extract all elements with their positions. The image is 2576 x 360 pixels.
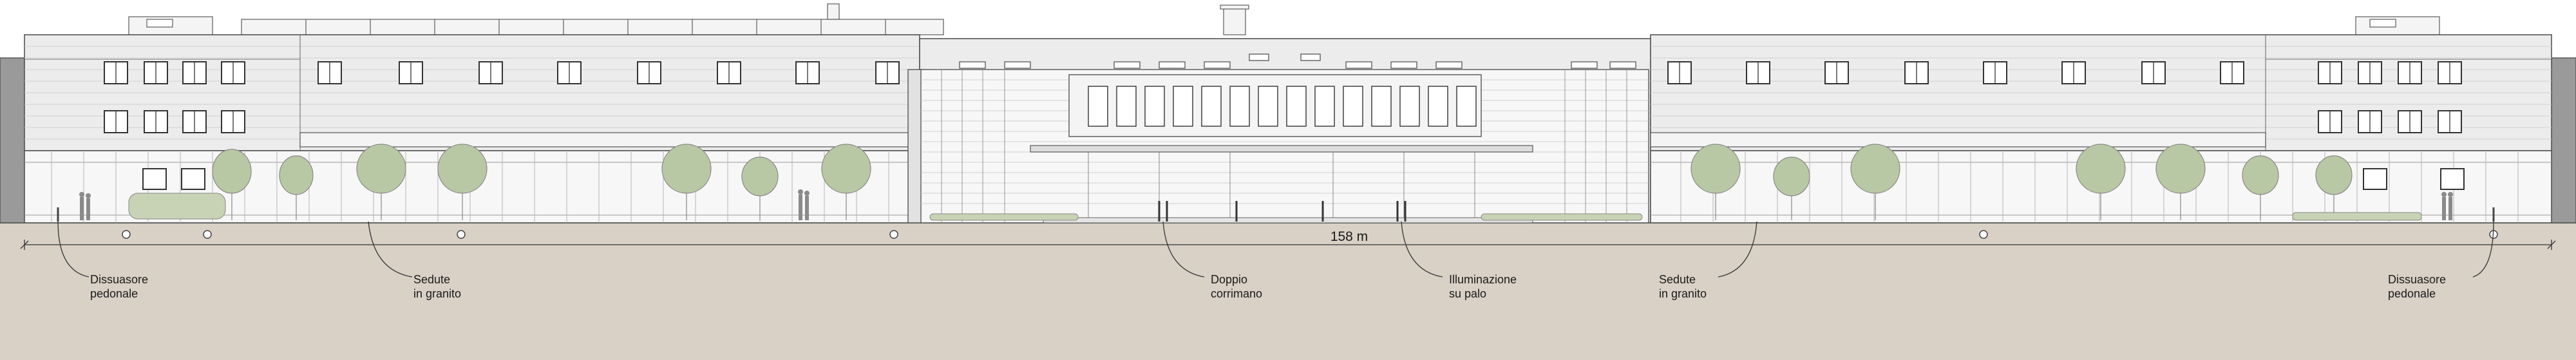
- rooftop-plant-center: [1220, 5, 1249, 35]
- annotation-line: in granito: [413, 287, 461, 300]
- dimension-line: [20, 240, 2556, 250]
- tree: [2076, 144, 2126, 220]
- svg-text:Doppio: Doppio: [1211, 273, 1247, 286]
- rooftop-plant-right: [2355, 16, 2440, 35]
- tree: [212, 149, 252, 220]
- annotation-line: su palo: [1449, 287, 1486, 300]
- svg-text:in granito: in granito: [1659, 287, 1707, 300]
- central-roof-windows: [959, 53, 1636, 69]
- annotation-line: Dissuasore: [90, 273, 148, 286]
- bollards: [122, 230, 2498, 239]
- people: [79, 189, 2453, 220]
- annotation-line: pedonale: [2388, 287, 2436, 300]
- svg-text:Dissuasore: Dissuasore: [90, 273, 148, 286]
- annotation-line: Doppio: [1211, 273, 1247, 286]
- tree: [2242, 155, 2279, 220]
- annotation-line: Sedute: [1659, 273, 1696, 286]
- annotation-line: in granito: [1659, 287, 1707, 300]
- bollard-posts: [57, 207, 2495, 222]
- annotation-seating-left: Sedute in granito: [413, 273, 461, 300]
- dimension-label: 158 m: [1331, 229, 1368, 244]
- leader-lines: [57, 221, 2494, 278]
- annotation-line: Dissuasore: [2388, 273, 2446, 286]
- rooftop-plant-left: [128, 3, 944, 35]
- ground-area: [0, 223, 2576, 360]
- tree: [2155, 144, 2206, 220]
- tree: [661, 144, 712, 220]
- annotation-line: Sedute: [413, 273, 450, 286]
- svg-text:Sedute: Sedute: [1659, 273, 1696, 286]
- tree: [437, 144, 488, 220]
- svg-text:su palo: su palo: [1449, 287, 1486, 300]
- tree: [821, 144, 871, 220]
- svg-text:Illuminazione: Illuminazione: [1449, 273, 1517, 286]
- svg-text:pedonale: pedonale: [90, 287, 138, 300]
- annotation-line: corrimano: [1211, 287, 1262, 300]
- hedges: [128, 193, 2422, 221]
- annotation-pole-light: Illuminazione su palo: [1449, 273, 1517, 300]
- svg-text:corrimano: corrimano: [1211, 287, 1262, 300]
- svg-text:Dissuasore: Dissuasore: [2388, 273, 2446, 286]
- annotation-bollard-left: Dissuasore pedonale: [90, 273, 148, 300]
- annotation-handrail: Doppio corrimano: [1211, 273, 1262, 300]
- tree: [1850, 144, 1900, 220]
- right-end-pier: [2551, 57, 2576, 223]
- trees: [212, 144, 2353, 220]
- tree: [2315, 155, 2353, 220]
- central-entrance-block: [907, 38, 1651, 223]
- annotation-line: pedonale: [90, 287, 138, 300]
- svg-text:in granito: in granito: [413, 287, 461, 300]
- svg-text:Sedute: Sedute: [413, 273, 450, 286]
- tree: [741, 156, 779, 220]
- tree: [1773, 156, 1810, 220]
- tree: [1690, 144, 1741, 220]
- annotation-seating-right: Sedute in granito: [1659, 273, 1707, 300]
- annotation-line: Illuminazione: [1449, 273, 1517, 286]
- left-end-pier: [0, 57, 25, 223]
- svg-text:pedonale: pedonale: [2388, 287, 2436, 300]
- annotation-bollard-right: Dissuasore pedonale: [2388, 273, 2446, 300]
- pole-lights: [1158, 201, 1406, 222]
- tree: [279, 155, 314, 220]
- tree: [356, 144, 406, 220]
